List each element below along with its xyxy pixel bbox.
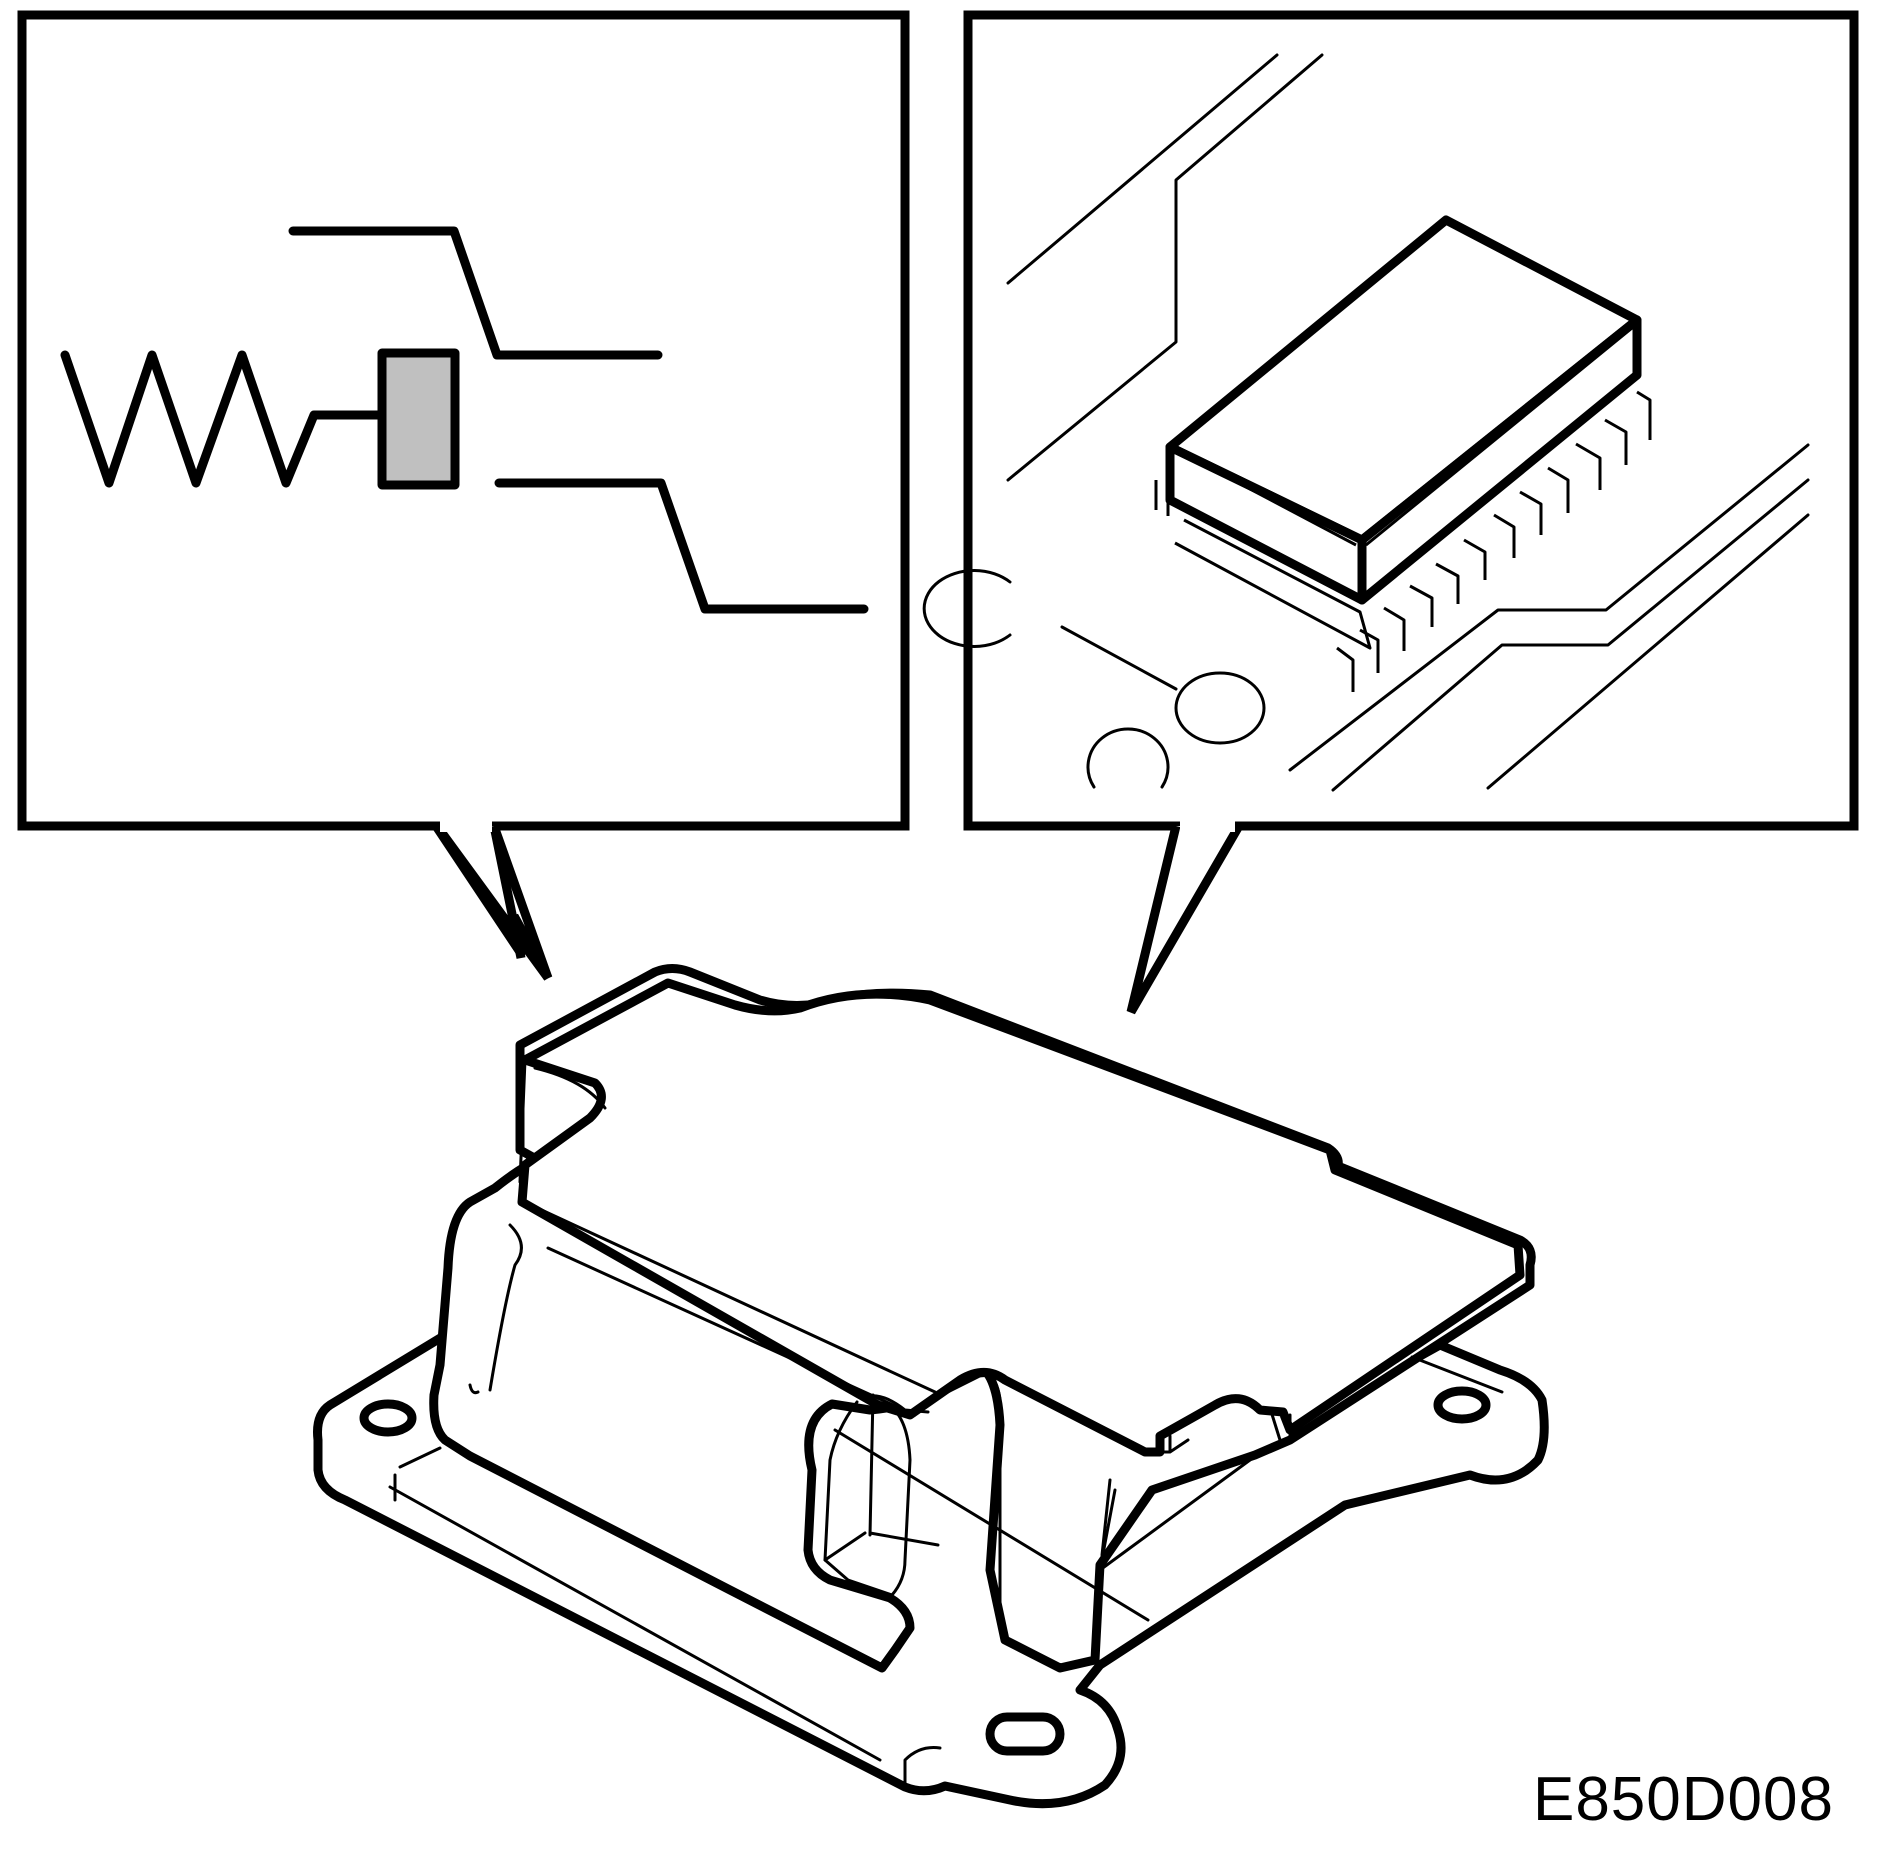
spring-icon [60, 350, 387, 488]
trace-line [1331, 478, 1810, 792]
solder-pad-icon [922, 569, 1012, 648]
trace-line [1006, 53, 1324, 482]
mounting-hole-icon [1433, 1386, 1491, 1424]
trace-line [1288, 443, 1810, 772]
solder-pad-icon [1174, 671, 1266, 745]
chip-pins-icon [1154, 390, 1652, 692]
module-detail-lines [388, 1058, 1504, 1789]
left-panel-frame [17, 10, 910, 831]
trace-line [1486, 513, 1810, 790]
sensor-mass-icon [377, 348, 460, 490]
circuit-board-icon [922, 53, 1810, 792]
ic-chip-icon [1154, 215, 1652, 692]
right-panel-pointer [1126, 823, 1243, 1015]
sensor-mechanism-icon [60, 226, 869, 614]
trace-line [1060, 625, 1178, 691]
mounting-hole-icon [359, 1399, 417, 1437]
chip-side-face [1357, 315, 1642, 605]
trace-line [1006, 53, 1279, 285]
solder-pad-icon [1086, 727, 1170, 789]
mounting-hole-icon [985, 1712, 1065, 1756]
upper-contact-icon [288, 226, 663, 360]
module-top-face [517, 978, 1525, 1457]
airbag-control-module-icon [313, 964, 1549, 1809]
figure-reference-code: E850D008 [1532, 1765, 1834, 1834]
left-panel-pointer [433, 823, 552, 981]
lower-contact-icon [494, 478, 869, 614]
mounting-holes [359, 1386, 1491, 1756]
